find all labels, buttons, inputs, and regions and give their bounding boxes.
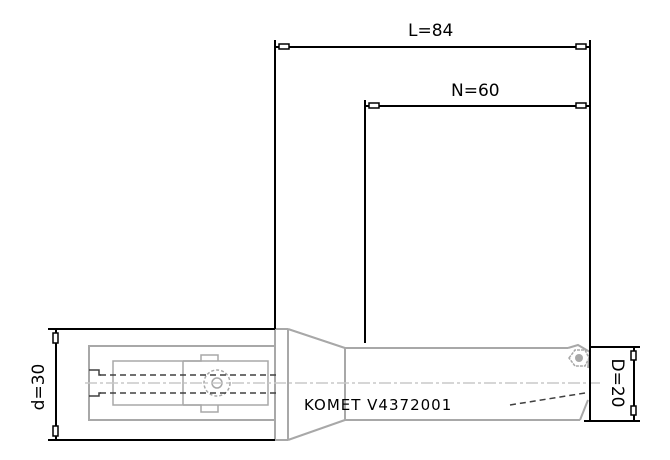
arrowheads [52,43,637,437]
label-drill-diameter: D=20 [607,359,627,408]
tool-marking: KOMET V4372001 [304,396,452,414]
coolant-channels [100,374,586,406]
taper-top [287,328,346,349]
label-overall-length: L=84 [408,21,453,41]
tool-body [88,328,592,441]
insert-icon [568,349,590,367]
dimension-lines [48,40,640,441]
label-usable-length: N=60 [451,81,500,101]
taper-bottom [287,419,346,441]
label-shank-diameter: d=30 [29,364,49,411]
